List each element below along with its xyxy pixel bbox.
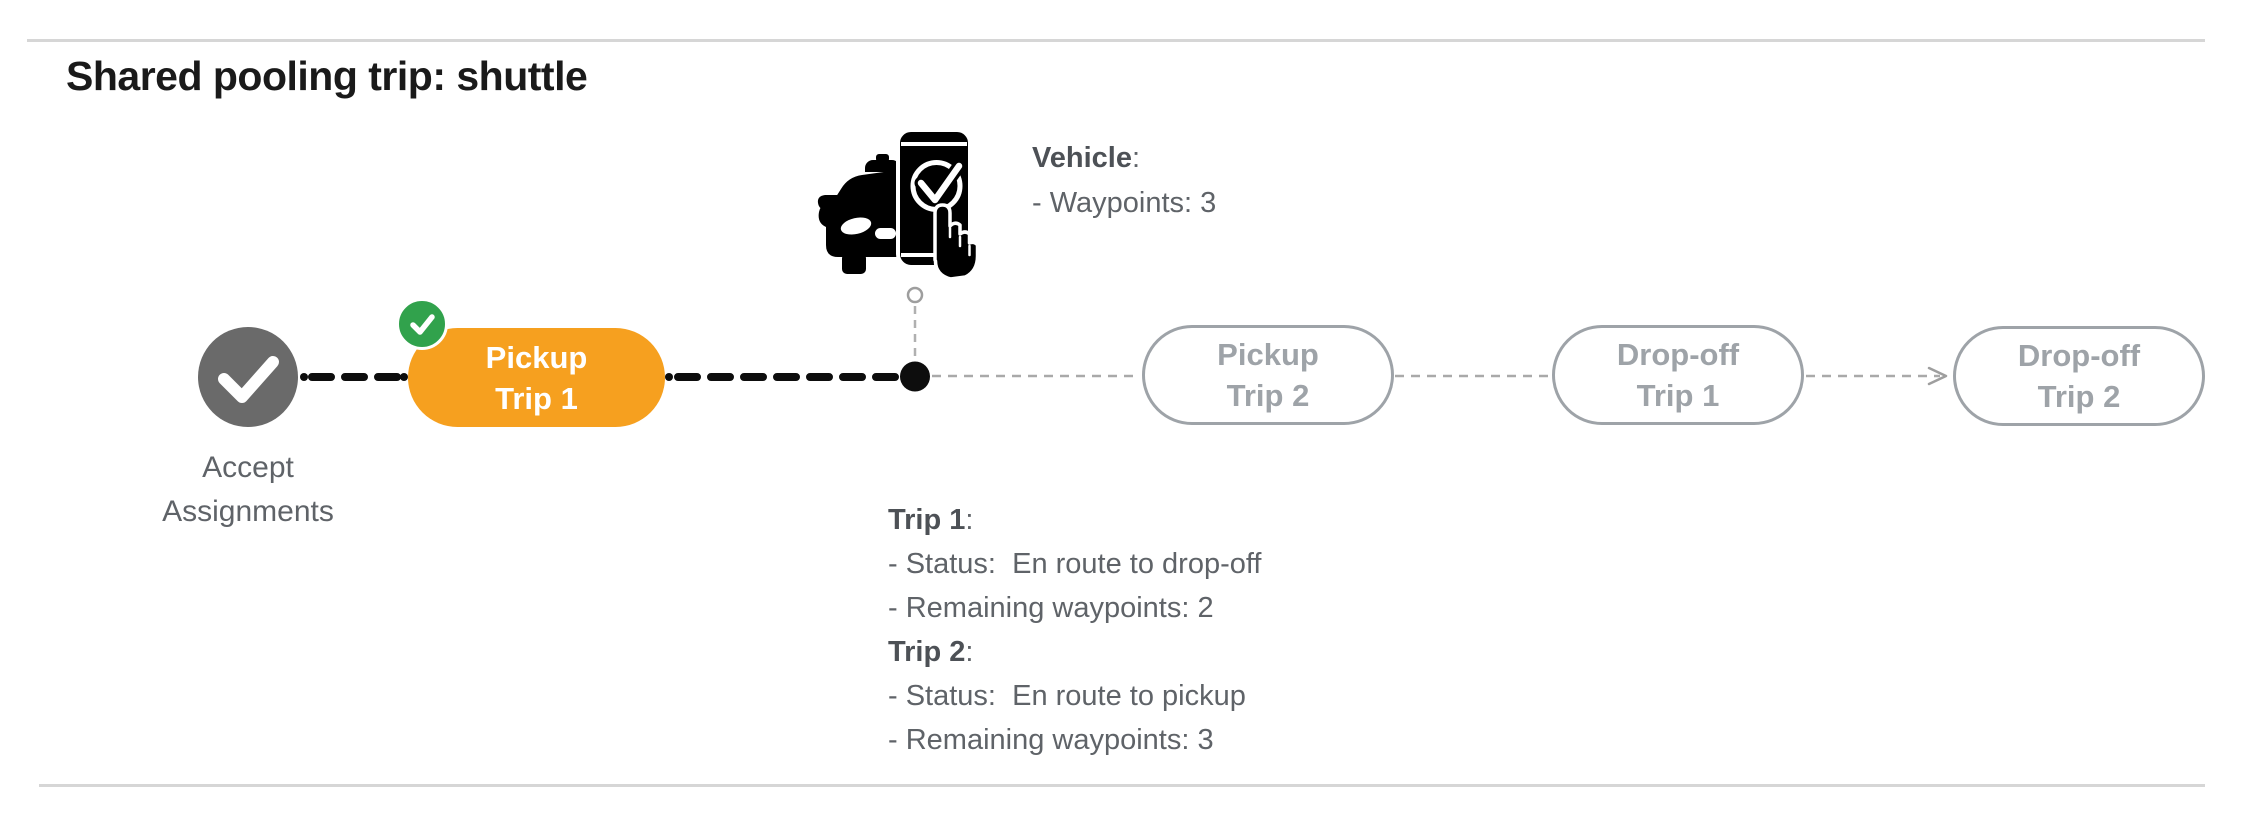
node-dropoff-trip-1: Drop-off Trip 1 xyxy=(1552,325,1804,425)
page-title: Shared pooling trip: shuttle xyxy=(66,53,588,99)
node-pickup-trip-2: Pickup Trip 2 xyxy=(1142,325,1394,425)
node-label-line: Drop-off xyxy=(2017,338,2141,373)
vehicle-annotation: Vehicle: - Waypoints: 3 xyxy=(1032,136,1216,226)
tapping-hand-shape xyxy=(933,203,980,278)
trip2-waypoints-line: - Remaining waypoints: 3 xyxy=(888,724,1214,756)
trip2-status-line: - Status: En route to pickup xyxy=(888,680,1246,712)
trip2-title: Trip 2: xyxy=(888,636,974,668)
connector-dropoff1-to-dropoff2 xyxy=(1806,366,1948,386)
vehicle-car-phone-check-icon xyxy=(817,128,980,278)
trip1-status-line: - Status: En route to drop-off xyxy=(888,548,1262,580)
trip-status-annotation: Trip 1: - Status: En route to drop-off -… xyxy=(888,498,1261,762)
connector-accept-to-pickup1 xyxy=(300,373,408,381)
node-label-line: Trip 1 xyxy=(1636,378,1720,413)
current-position-dot xyxy=(900,361,930,392)
node-pickup-trip-1: Pickup Trip 1 xyxy=(408,328,665,427)
node-accept-assignments xyxy=(198,327,298,427)
node-label-line: Pickup xyxy=(1217,337,1319,372)
check-icon xyxy=(218,356,279,403)
label-line: Accept xyxy=(202,451,294,484)
label-line: Assignments xyxy=(162,495,334,528)
node-dropoff-trip-2: Drop-off Trip 2 xyxy=(1953,326,2205,426)
node-label-line: Trip 2 xyxy=(2037,379,2121,414)
vehicle-waypoints-line: - Waypoints: 3 xyxy=(1032,187,1217,219)
car-shape xyxy=(817,154,900,274)
node-label-line: Trip 1 xyxy=(495,380,578,416)
top-divider xyxy=(27,39,2205,42)
vehicle-annotation-title: Vehicle: xyxy=(1032,142,1141,174)
node-label-line: Drop-off xyxy=(1616,337,1740,372)
trip1-waypoints-line: - Remaining waypoints: 2 xyxy=(888,592,1214,624)
arrowhead-icon xyxy=(1927,366,1948,386)
check-icon xyxy=(410,314,435,335)
connector-pickup1-to-position xyxy=(665,373,900,381)
node-accept-assignments-label: Accept Assignments xyxy=(98,446,398,534)
vehicle-leader-circle xyxy=(906,286,924,304)
completed-badge xyxy=(396,298,448,350)
node-label-line: Pickup xyxy=(485,339,588,375)
node-label-line: Trip 2 xyxy=(1226,378,1310,413)
bottom-divider xyxy=(39,784,2205,787)
trip1-title: Trip 1: xyxy=(888,504,974,536)
